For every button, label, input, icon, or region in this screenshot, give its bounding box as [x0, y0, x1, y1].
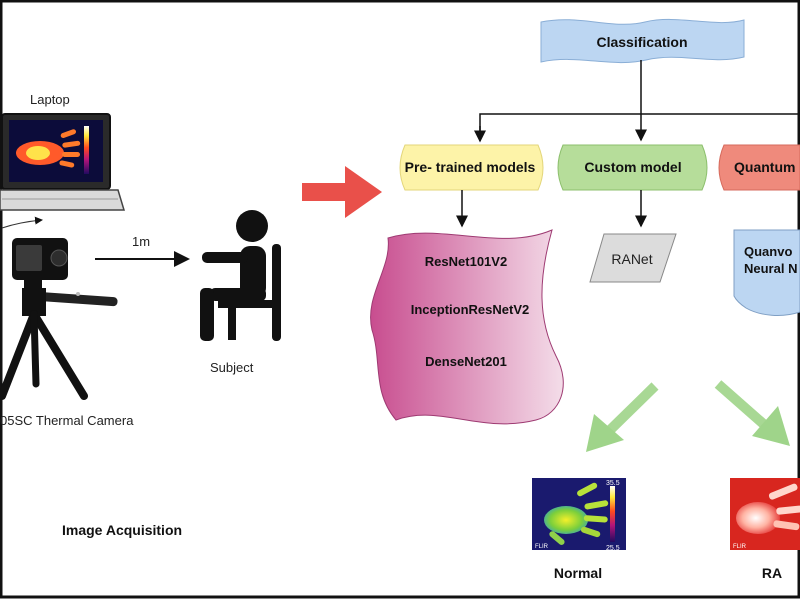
output-normal-label: Normal — [554, 565, 602, 581]
section-label: Image Acquisition — [62, 522, 182, 538]
ra-brand: FLIR — [733, 544, 747, 550]
quantum-models-box: Quanvo Neural N — [733, 229, 800, 316]
classification-title: Classification — [596, 34, 687, 50]
branch-custom-label: Custom model — [584, 159, 681, 175]
branch-pretrained: Pre- trained models — [399, 144, 544, 191]
pretrained-model-2: DenseNet201 — [425, 354, 507, 369]
pipeline-arrow — [302, 166, 382, 218]
laptop-icon — [0, 113, 126, 211]
camera-to-laptop-arrow — [1, 216, 43, 229]
branch-custom: Custom model — [557, 144, 708, 191]
ranet-box: RANet — [589, 233, 677, 283]
output-ra-label: RA — [762, 565, 782, 581]
subject-label: Subject — [210, 360, 254, 375]
thermal-camera-icon — [0, 238, 118, 400]
green-arrow-ra — [714, 380, 790, 446]
normal-scale-bottom: 25.5 — [606, 545, 620, 552]
branch-connector — [479, 113, 800, 140]
quantum-model-line-0: Quanvo — [744, 244, 792, 259]
normal-scale-top: 35.5 — [606, 480, 620, 487]
pretrained-model-1: InceptionResNetV2 — [411, 302, 529, 317]
ranet-label: RANet — [611, 251, 652, 267]
distance-label: 1m — [132, 234, 150, 249]
classification-banner — [540, 18, 745, 64]
pretrained-model-0: ResNet101V2 — [425, 254, 507, 269]
branch-quantum: Quantum — [718, 144, 800, 191]
branch-pretrained-label: Pre- trained models — [405, 159, 536, 175]
laptop-label: Laptop — [30, 92, 70, 107]
subject-icon — [200, 210, 281, 341]
branch-quantum-label: Quantum — [734, 159, 795, 175]
normal-brand: FLIR — [535, 544, 549, 550]
camera-label: 05SC Thermal Camera — [0, 413, 134, 428]
green-arrow-normal — [586, 382, 659, 452]
quantum-model-line-1: Neural N — [744, 261, 797, 276]
pretrained-models-box: ResNet101V2 InceptionResNetV2 DenseNet20… — [370, 229, 564, 425]
normal-thermal-image: 35.5 25.5 FLIR — [532, 478, 626, 552]
ra-thermal-image: FLIR — [730, 478, 800, 550]
laptop-thermal-hand — [16, 129, 81, 168]
